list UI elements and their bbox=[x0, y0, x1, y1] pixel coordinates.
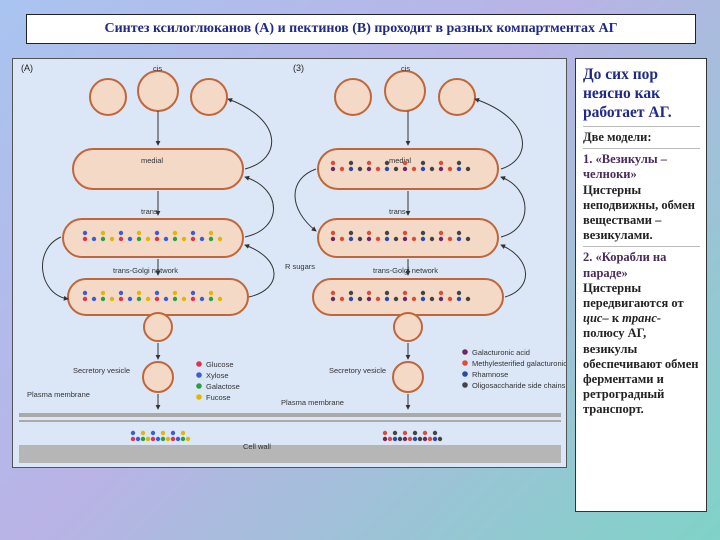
side-notes: До сих пор неясно как работает АГ. Две м… bbox=[575, 58, 707, 512]
medial-cisterna-b bbox=[317, 148, 499, 190]
golgi-figure: (A) (3) cis medial trans trans-Golgi net… bbox=[12, 58, 567, 468]
cis-cisterna-a bbox=[89, 70, 228, 116]
cell-wall-label: Cell wall bbox=[243, 442, 271, 451]
legend-item: Xylose bbox=[206, 371, 229, 380]
trans-cisterna-b bbox=[317, 218, 499, 258]
model1-text: Цистерны неподвижны, обмен веществами – … bbox=[583, 182, 695, 243]
legend-item: Fucose bbox=[206, 393, 231, 402]
slide-title-box: Синтез ксилоглюканов (А) и пектинов (В) … bbox=[26, 14, 696, 44]
slide-title: Синтез ксилоглюканов (А) и пектинов (В) … bbox=[104, 21, 618, 36]
trans-label-a: trans bbox=[141, 207, 158, 216]
panel-a-label: (A) bbox=[21, 63, 33, 73]
secretory-vesicle-b bbox=[392, 361, 424, 393]
legend-item: Methylesterified galacturonic acid bbox=[472, 359, 566, 368]
tgn-label-a: trans-Golgi network bbox=[113, 266, 178, 275]
secretory-vesicle-a bbox=[142, 361, 174, 393]
panel-a: cis medial trans trans-Golgi network Sec… bbox=[42, 64, 275, 410]
panel-b-label: (3) bbox=[293, 63, 304, 73]
model2-title: 2. «Корабли на параде» bbox=[583, 250, 667, 280]
cis-label-a: cis bbox=[153, 64, 162, 73]
tgn-label-b: trans-Golgi network bbox=[373, 266, 438, 275]
secretory-label-b: Secretory vesicle bbox=[329, 366, 386, 375]
trans-label-b: trans bbox=[389, 207, 406, 216]
plasma-membrane bbox=[19, 413, 561, 463]
medial-label-a: medial bbox=[141, 156, 163, 165]
legend-item: Rhamnose bbox=[472, 370, 508, 379]
plasma-membrane-label-a: Plasma membrane bbox=[27, 390, 90, 399]
side-heading: До сих пор неясно как работает АГ. bbox=[583, 66, 672, 121]
cis-label-b: cis bbox=[401, 64, 410, 73]
panel-b: cis medial trans trans-Golgi network R s… bbox=[285, 64, 526, 410]
cis-cisterna-b bbox=[334, 70, 476, 116]
tgn-b bbox=[312, 278, 504, 342]
golgi-diagram: (A) (3) cis medial trans trans-Golgi net… bbox=[19, 63, 566, 463]
medial-cisterna-a bbox=[72, 148, 244, 190]
models-intro: Две модели: bbox=[583, 130, 652, 144]
polysaccharide-chains bbox=[82, 160, 471, 442]
tgn-a bbox=[67, 278, 249, 342]
secretory-label-a: Secretory vesicle bbox=[73, 366, 130, 375]
legend-item: Galacturonic acid bbox=[472, 348, 530, 357]
medial-label-b: medial bbox=[389, 156, 411, 165]
model2-text: Цистерны передвигаются от цис– к транс- … bbox=[583, 280, 699, 417]
legend-item: Galactose bbox=[206, 382, 240, 391]
model1-title: 1. «Везикулы – челноки» bbox=[583, 152, 667, 182]
legend-item: Glucose bbox=[206, 360, 234, 369]
trans-cisterna-a bbox=[62, 218, 244, 258]
r-sugars-label: R sugars bbox=[285, 262, 315, 271]
plasma-membrane-label-b: Plasma membrane bbox=[281, 398, 344, 407]
legend-item: Oligosaccharide side chains bbox=[472, 381, 566, 390]
